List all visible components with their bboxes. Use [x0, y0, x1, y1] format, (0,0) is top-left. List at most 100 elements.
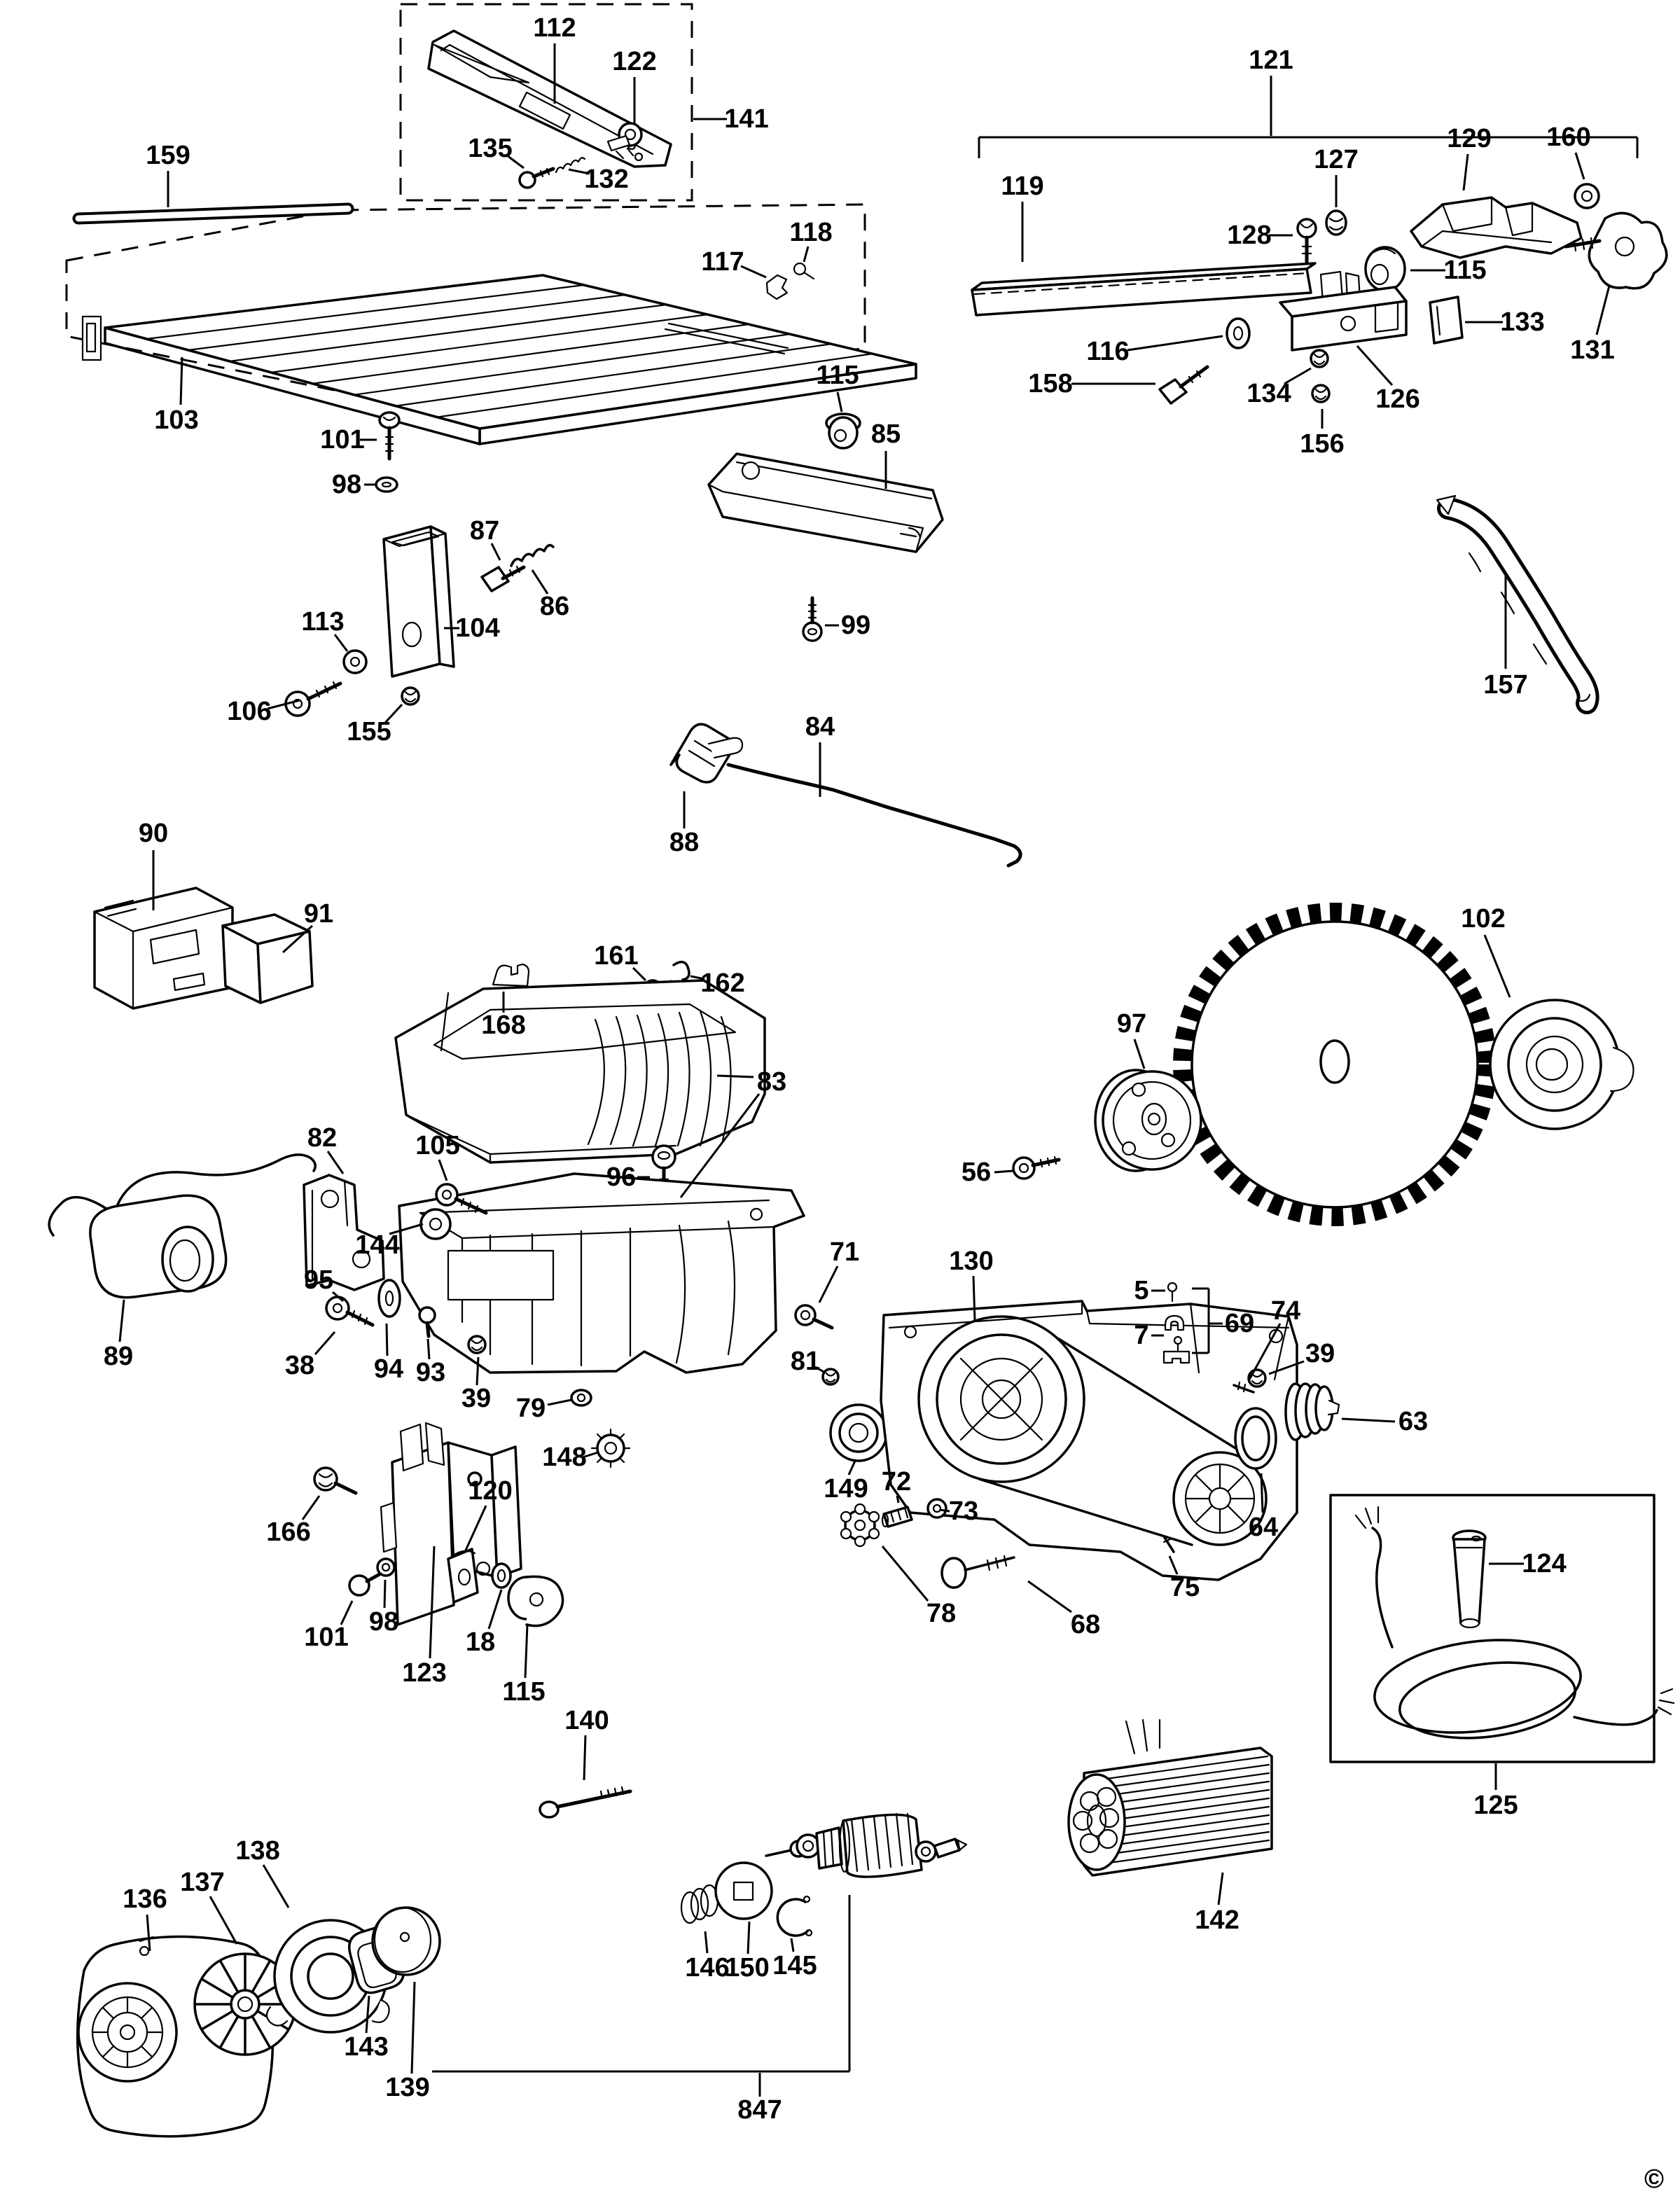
part-label-101: 101: [320, 425, 364, 454]
leader-line-139: [410, 1981, 416, 2074]
leader-line-160: [1574, 152, 1585, 180]
handle-88-art: [669, 723, 744, 784]
lock-knob-131-art: [1564, 211, 1668, 290]
washer-94-art: [377, 1279, 401, 1318]
leader-line-103: [179, 356, 183, 405]
part-label-74: 74: [1271, 1296, 1300, 1326]
leader-line-132: [568, 168, 590, 175]
leader-line-136: [146, 1914, 151, 1952]
part-label-106: 106: [227, 697, 271, 726]
leader-line-149: [847, 1459, 857, 1476]
part-label-137: 137: [180, 1868, 224, 1897]
tray-85-art: [707, 452, 944, 553]
rod-84-art: [726, 763, 1022, 868]
leader-line-155: [384, 703, 403, 724]
leader-line-81: [814, 1366, 826, 1374]
leader-line-101: [340, 1600, 354, 1625]
cam-115r-art: [1364, 246, 1406, 292]
nut-155-art: [401, 686, 420, 706]
screw-99-art: [802, 596, 823, 642]
washer-79-art: [570, 1389, 592, 1407]
part-label-115: 115: [502, 1677, 545, 1707]
leader-line-56: [994, 1169, 1013, 1174]
wrench-157-art: [1436, 494, 1599, 714]
leader-line-143: [365, 1995, 370, 2034]
part-label-149: 149: [824, 1474, 868, 1504]
part-label-85: 85: [871, 419, 901, 449]
part-label-121: 121: [1249, 46, 1293, 75]
leader-line-138: [262, 1864, 290, 1908]
part-label-145: 145: [772, 1951, 817, 1980]
part-label-139: 139: [385, 2073, 429, 2102]
part-label-88: 88: [669, 828, 699, 857]
capacitor-89-art: [48, 1153, 317, 1299]
part-label-134: 134: [1247, 379, 1291, 408]
washer-160-art: [1574, 183, 1600, 209]
part-label-125: 125: [1473, 1791, 1518, 1820]
snap-ring-145-art: [776, 1895, 813, 1937]
part-label-136: 136: [123, 1884, 167, 1914]
blade-guard-art: [427, 29, 672, 168]
leader-line-18: [487, 1589, 503, 1630]
leader-line-117: [740, 265, 767, 279]
washer-113-art: [342, 649, 368, 674]
part-label-78: 78: [926, 1599, 956, 1628]
part-label-160: 160: [1546, 123, 1590, 152]
part-label-155: 155: [347, 717, 391, 747]
washer-98b-art: [376, 1557, 396, 1577]
leader-line-116: [1127, 335, 1223, 352]
part-label-©: ©: [1644, 2165, 1664, 2194]
leader-line-162: [690, 975, 705, 980]
part-label-117: 117: [701, 247, 744, 277]
part-label-126: 126: [1375, 384, 1419, 414]
screw-101a-art: [378, 411, 401, 461]
nut-134-art: [1310, 349, 1329, 368]
part-label-112: 112: [533, 13, 576, 43]
part-label-138: 138: [235, 1836, 279, 1866]
leader-line-137: [209, 1896, 238, 1945]
clip-120-art: [447, 1548, 479, 1604]
leader-line-72: [896, 1495, 900, 1504]
clip-168-art: [492, 963, 530, 987]
wedge-91-art: [221, 913, 314, 1004]
leader-line-148: [582, 1451, 599, 1459]
leader-line-115: [524, 1624, 529, 1679]
part-label-142: 142: [1195, 1905, 1239, 1935]
fence-head-129-art: [1410, 196, 1583, 259]
leader-line-86: [531, 569, 549, 595]
leader-line-140: [583, 1735, 587, 1781]
part-label-94: 94: [374, 1354, 403, 1384]
table-clip-117-art: [765, 274, 789, 300]
leader-line-78: [881, 1546, 929, 1602]
washer-98a-art: [375, 476, 398, 493]
guard-spring-132-art: [555, 157, 586, 174]
part-label-847: 847: [737, 2095, 782, 2125]
part-label-84: 84: [805, 712, 835, 742]
post-104-art: [382, 525, 455, 678]
part-label-105: 105: [415, 1131, 459, 1160]
bracket-123-art: [380, 1422, 522, 1626]
leader-line-161: [632, 966, 647, 982]
leader-line-93: [426, 1338, 431, 1360]
leader-line-142: [1217, 1872, 1224, 1905]
part-label-131: 131: [1570, 335, 1614, 365]
star-washer-148-art: [590, 1428, 631, 1468]
part-label-127: 127: [1314, 145, 1358, 174]
cord-plug-124-art: [1452, 1529, 1487, 1629]
part-label-64: 64: [1249, 1513, 1278, 1542]
leader-line-126: [1356, 345, 1394, 386]
part-label-5: 5: [1134, 1276, 1148, 1305]
leader-line-64: [1260, 1473, 1264, 1513]
part-label-87: 87: [470, 516, 499, 546]
part-label-115: 115: [1443, 256, 1486, 285]
leader-line-71: [818, 1265, 839, 1303]
gear-housing-130-art: [880, 1300, 1298, 1581]
part-label-99: 99: [841, 611, 870, 640]
bolt-128-art: [1296, 218, 1317, 265]
switch-90-art: [93, 887, 234, 1010]
part-label-158: 158: [1028, 369, 1072, 398]
leader-line-91: [282, 924, 314, 954]
part-label-63: 63: [1398, 1407, 1428, 1436]
